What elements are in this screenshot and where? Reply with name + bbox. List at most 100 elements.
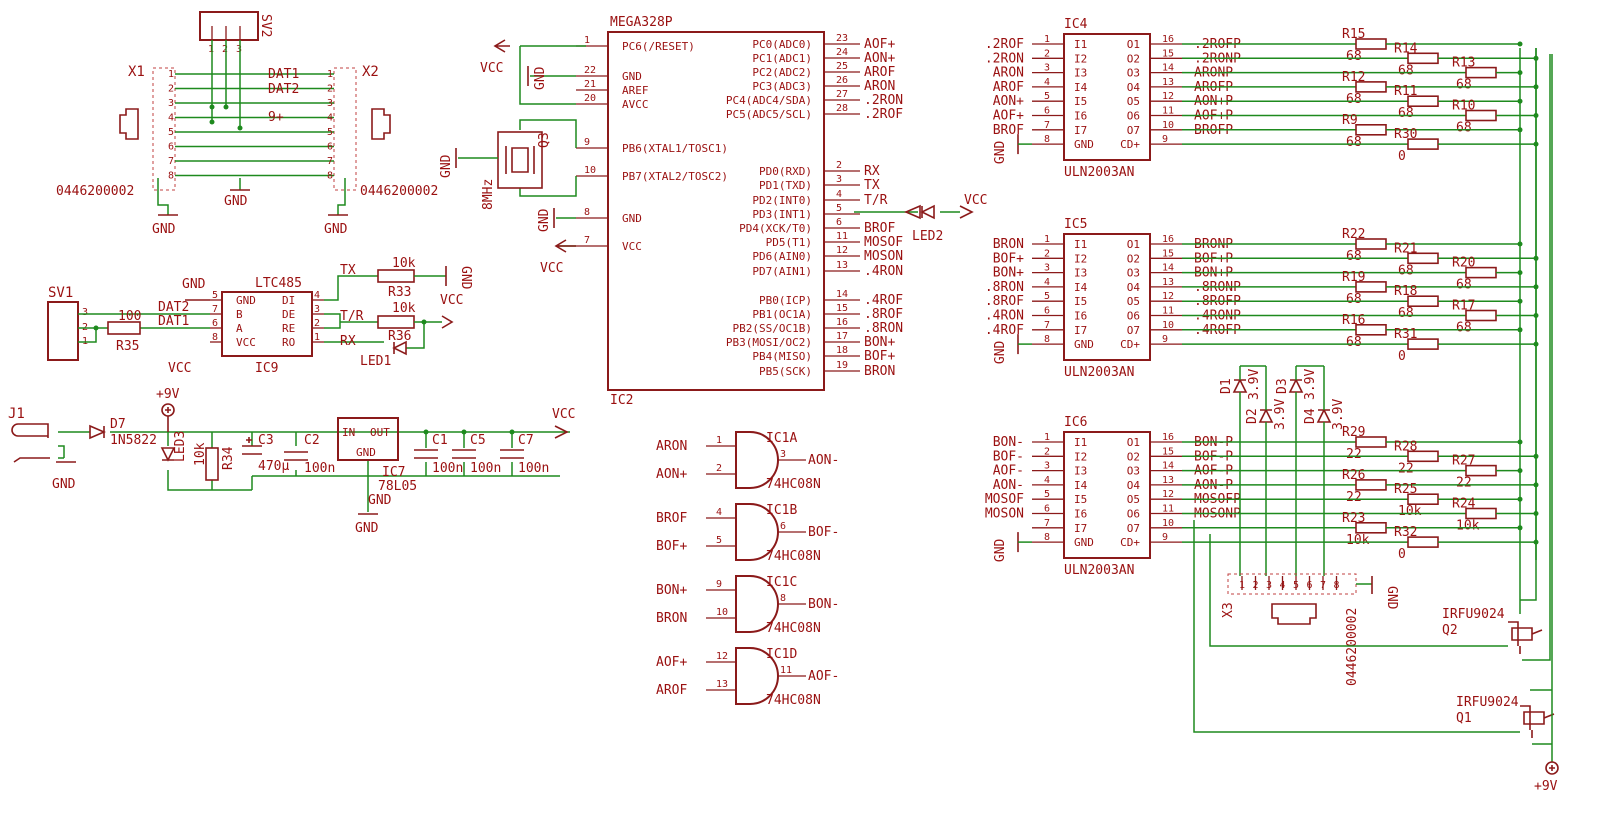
ic2-pin-name: PD3(INT1) [752, 208, 812, 221]
c3-value: 470µ [258, 459, 289, 474]
x2-pin-number: 1 [327, 69, 333, 80]
gate-pin-number: 10 [716, 607, 728, 618]
ic7-regulator [337, 417, 399, 461]
ic2-net-label: ARON [864, 79, 895, 94]
ic2-pin-number: 25 [836, 61, 848, 72]
uln-pin-name: I2 [1074, 252, 1087, 265]
gate-ref: IC1C [766, 575, 797, 590]
x1-pin-number: 2 [168, 84, 174, 95]
resistor-value: 68 [1456, 278, 1472, 293]
uln-pin-number: 7 [1044, 518, 1050, 529]
uln-pin-name: O1 [1127, 238, 1140, 251]
and-gate-symbol [735, 647, 779, 705]
uln-pin-name: O5 [1127, 493, 1140, 506]
gnd-label: GND [993, 340, 1008, 364]
c3-ref: C3 [258, 433, 274, 448]
ic2-pin-name: AVCC [622, 98, 649, 111]
resistor-ref: R28 [1394, 439, 1417, 454]
ic9-pin-number: 1 [314, 332, 320, 343]
ic2-net-label: AON+ [864, 51, 895, 66]
ic2-pin-number: 10 [584, 165, 596, 176]
gate-pin-number: 13 [716, 679, 728, 690]
uln-pin-name: O6 [1127, 508, 1140, 521]
resistor-value: 68 [1456, 321, 1472, 336]
ic9-pin-number: 8 [212, 332, 218, 343]
ic9-pin-number: 7 [212, 304, 218, 315]
resistor-ref: R12 [1342, 70, 1365, 85]
gate-input-a: BROF [656, 511, 687, 526]
dat1-label: DAT1 [158, 314, 189, 329]
uln-pin-number: 4 [1044, 77, 1050, 88]
uln-pin-number: 10 [1162, 320, 1174, 331]
ic2-pin-name: PD0(RXD) [759, 165, 812, 178]
sv1-header [47, 301, 79, 361]
resistor-value: 68 [1398, 106, 1414, 121]
resistor-value: 22 [1346, 447, 1362, 462]
ic2-pin-name: PB6(XTAL1/TOSC1) [622, 142, 728, 155]
uln-input-net: BRON [993, 237, 1024, 252]
ic2-pin-name: PD4(XCK/T0) [739, 222, 812, 235]
uln-pin-name: O5 [1127, 95, 1140, 108]
uln-pin-number: 4 [1044, 475, 1050, 486]
uln-pin-number: 3 [1044, 461, 1050, 472]
ic2-net-label: .2ROF [864, 107, 903, 122]
ic2-pin-number: 13 [836, 260, 848, 271]
uln-pin-name: O3 [1127, 465, 1140, 478]
uln-pin-number: 15 [1162, 248, 1174, 259]
uln-pin-name: O4 [1127, 281, 1141, 294]
resistor-value: 68 [1346, 92, 1362, 107]
zener-ref: D2 [1245, 408, 1260, 424]
uln-pin-number: 1 [1044, 432, 1050, 443]
uln-pin-name: O4 [1127, 81, 1141, 94]
ic2-pin-name: PB5(SCK) [759, 365, 812, 378]
resistor-ref: R27 [1452, 454, 1475, 469]
ic9-title: LTC485 [255, 276, 302, 291]
zener-value: 3.9V [1273, 399, 1288, 430]
uln-input-net: BON+ [993, 266, 1024, 281]
junction-dot [1517, 41, 1523, 47]
resistor-value: 68 [1346, 335, 1362, 350]
gate-input-b: AON+ [656, 467, 687, 482]
ic2-pin-name: PC1(ADC1) [752, 52, 812, 65]
uln-pin-name: O7 [1127, 522, 1140, 535]
gate-pin-number: 5 [716, 535, 722, 546]
ic2-ref: IC2 [610, 393, 633, 408]
sv2-ref: SV2 [258, 14, 273, 37]
resistor-ref: R16 [1342, 313, 1365, 328]
ic2-net-label: T/R [864, 193, 888, 208]
ic7-value: 78L05 [378, 479, 417, 494]
gate-output: BOF- [808, 525, 839, 540]
uln-pin-number: 14 [1162, 263, 1174, 274]
uln-pin-name: I7 [1074, 324, 1087, 337]
gate-pin-number: 6 [780, 521, 786, 532]
ic9-pin-name: RO [282, 336, 295, 349]
dat2-label: DAT2 [268, 82, 299, 97]
r35-ref: R35 [116, 339, 139, 354]
gnd-label: GND [324, 222, 348, 237]
uln-pin-name: O3 [1127, 67, 1140, 80]
ic2-net-label: TX [864, 178, 880, 193]
resistor-ref: R25 [1394, 482, 1417, 497]
uln-pin-number: 5 [1044, 291, 1050, 302]
ic2-pin-number: 1 [584, 35, 590, 46]
gate-output: AOF- [808, 669, 839, 684]
resistor-ref: R20 [1452, 256, 1475, 271]
led2-ref: LED2 [912, 229, 943, 244]
ic2-net-label: RX [864, 164, 880, 179]
gate-pin-number: 11 [780, 665, 792, 676]
resistor-value: 68 [1346, 292, 1362, 307]
q3-value: 8MHz [481, 179, 496, 210]
uln-pin-name: O6 [1127, 310, 1140, 323]
gate-pin-number: 8 [780, 593, 786, 604]
uln-body [1063, 431, 1151, 559]
ic2-pin-number: 9 [584, 137, 590, 148]
x3-pin-number: 5 [1293, 580, 1299, 591]
resistor-value: 68 [1398, 306, 1414, 321]
resistor-value: 10k [1346, 533, 1370, 548]
uln-pin-number: 2 [1044, 48, 1050, 59]
led1-icon [392, 340, 407, 356]
x2-pin-number: 7 [327, 156, 333, 167]
uln-pin-number: 16 [1162, 432, 1174, 443]
x2-pin-number: 2 [327, 84, 333, 95]
